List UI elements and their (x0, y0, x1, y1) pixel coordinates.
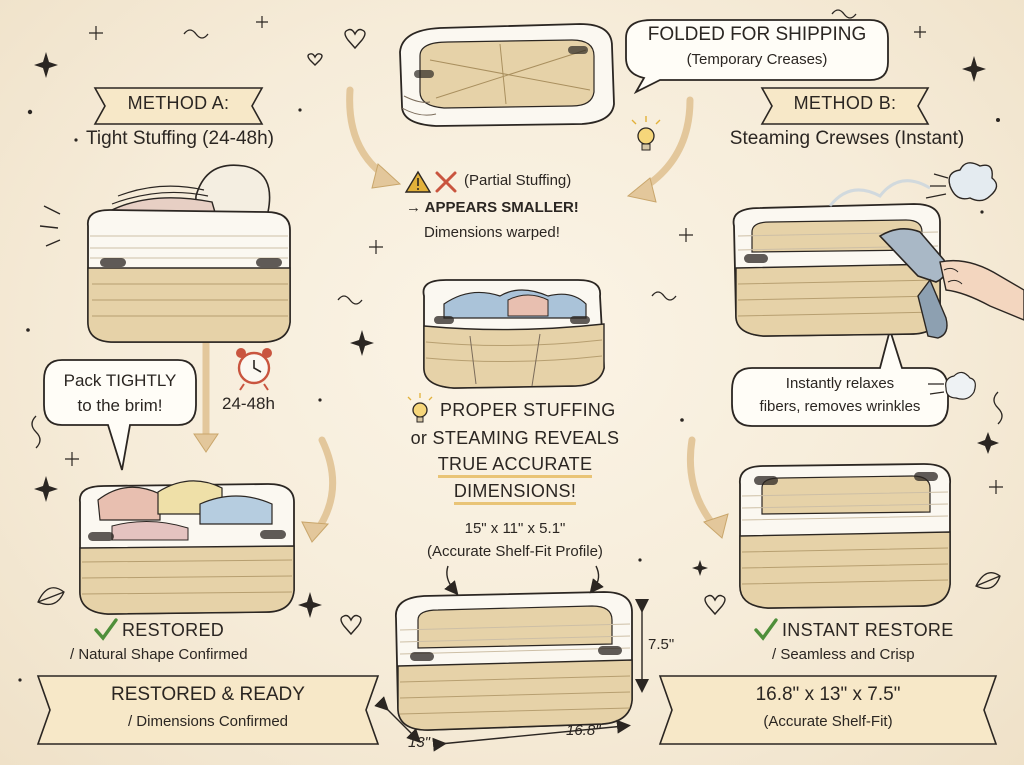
proper-stuffing-line3: TRUE ACCURATE (437, 454, 593, 478)
pack-tightly-line1: Pack TIGHTLY (63, 371, 177, 390)
lightbulb-icon-proper (407, 393, 433, 423)
banner-right-subtitle: (Accurate Shelf-Fit) (763, 713, 893, 730)
method-a-banner-shape (93, 87, 264, 125)
dot-marks (18, 108, 1000, 682)
steam-bubble-line2: fibers, removes wrinkles (759, 398, 921, 415)
proper-stuffing-line1: PROPER STUFFING (440, 400, 616, 420)
alarm-clock-icon (236, 348, 272, 391)
arrowhead-a-to-center (301, 521, 330, 543)
depth-dimension: 13" (408, 734, 431, 751)
method-a-title: Tight Stuffing (24-48h) (86, 128, 274, 149)
squiggle-marks (31, 9, 1003, 449)
method-b-tag: METHOD B: (793, 93, 897, 113)
appears-smaller-label: → APPEARS SMALLER! (406, 199, 579, 216)
method-a-tag: METHOD A: (127, 93, 230, 113)
proper-stuffing-line3-wrap: TRUE ACCURATE (400, 454, 630, 478)
steam-puff-icon (925, 162, 998, 202)
wind-puff-icon (928, 371, 976, 400)
checkmark-icon-instant (754, 618, 778, 641)
method-b-title: Steaming Crewses (Instant) (729, 128, 965, 149)
center-profile: (Accurate Shelf-Fit Profile) (427, 543, 603, 560)
proper-stuffing-line2: or STEAMING REVEALS (410, 428, 620, 448)
instant-restore-subtitle: / Seamless and Crisp (772, 646, 915, 663)
bottom-left-banner-shape (36, 675, 380, 745)
proper-stuffing-line4-wrap: DIMENSIONS! (400, 481, 630, 505)
partial-stuffing-label: (Partial Stuffing) (464, 172, 572, 189)
basket-a-stuffed (87, 164, 291, 343)
banner-left-title: RESTORED & READY (111, 684, 305, 705)
width-dimension: 16.8" (566, 722, 601, 739)
basket-b-restored (739, 463, 951, 609)
checkmark-icon-restored (94, 618, 118, 641)
dimensions-warped-label: Dimensions warped! (424, 224, 560, 241)
steam-bubble-line1: Instantly relaxes (785, 375, 895, 392)
basket-folded-top (399, 23, 615, 127)
instant-restore-title: INSTANT RESTORE (782, 620, 954, 640)
center-dimensions: 15" x 11" x 5.1" (464, 520, 566, 537)
action-lines (39, 205, 61, 247)
basket-a-restored (79, 480, 295, 615)
arrowhead-top-to-partial (371, 163, 402, 189)
dimension-lines (374, 565, 649, 752)
plus-marks (65, 16, 1003, 494)
arrow-b-down (686, 436, 720, 532)
arrowhead-top-to-methodb (626, 177, 657, 203)
basket-center-final (395, 591, 633, 731)
heart-icons (307, 28, 726, 636)
timer-label: 24-48h (222, 394, 275, 413)
steam-bubble-shape (731, 326, 949, 427)
sparkle-icons (34, 52, 999, 618)
restored-subtitle: / Natural Shape Confirmed (70, 646, 248, 663)
folded-subtitle: (Temporary Creases) (686, 51, 828, 68)
leaf-icons (37, 572, 1001, 606)
banner-left-subtitle: / Dimensions Confirmed (127, 713, 289, 730)
lightbulb-icon (631, 116, 661, 151)
height-dimension: 7.5" (648, 636, 675, 653)
warning-icon (404, 170, 432, 193)
arrowhead-b-down (703, 513, 729, 539)
restored-title: RESTORED (122, 620, 225, 640)
banner-right-title: 16.8" x 13" x 7.5" (755, 684, 901, 705)
method-b-banner-shape (760, 87, 930, 125)
pack-bubble-shape (43, 359, 197, 471)
arrowhead-a-down (193, 433, 219, 453)
proper-stuffing-line4: DIMENSIONS! (453, 481, 577, 505)
bottom-right-banner-shape (658, 675, 998, 745)
steamer-icon (878, 228, 1024, 339)
basket-partial-stuffing (422, 279, 605, 389)
pack-tightly-line2: to the brim! (77, 396, 163, 415)
folded-title: FOLDED FOR SHIPPING (647, 24, 867, 45)
arrow-a-to-center (312, 436, 337, 536)
arrow-top-to-partial (346, 86, 392, 182)
cross-icon (435, 171, 457, 193)
folded-bubble-shape (625, 19, 889, 95)
